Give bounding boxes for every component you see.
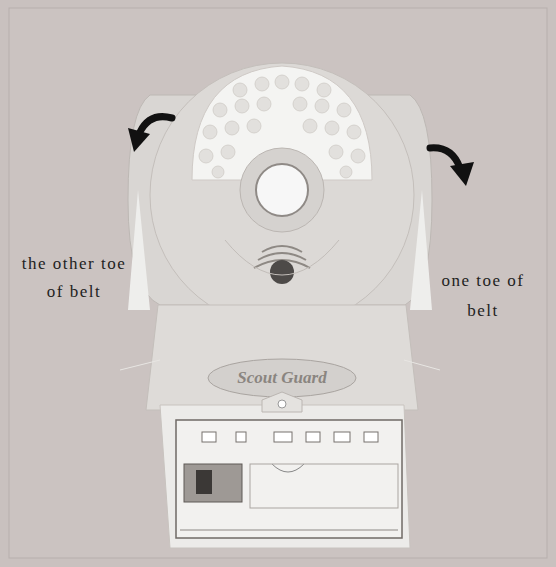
compartment [176, 420, 402, 538]
latch [262, 392, 302, 412]
frame [9, 8, 547, 558]
battery-panel [160, 405, 410, 548]
belt-label: one toe of belt [440, 266, 526, 326]
battery-area [250, 464, 398, 508]
arrow-head [450, 162, 474, 186]
sensor-outline [225, 240, 339, 275]
belt-arrow [430, 148, 460, 168]
switch [196, 470, 212, 494]
panel-edge [180, 530, 398, 531]
arrow-head [128, 128, 150, 152]
latch-hole [278, 400, 286, 408]
switches [202, 432, 378, 442]
sd-slot [184, 464, 242, 502]
logo-oval [208, 359, 356, 397]
shading [404, 360, 440, 370]
belt-label: the other toe of belt [18, 250, 130, 306]
belt-edge [128, 190, 150, 310]
brand-logo: Scout Guard [207, 366, 357, 390]
lens [256, 164, 308, 216]
belt-arrow [140, 117, 172, 132]
battery-curve [272, 464, 304, 472]
head-dome [150, 63, 414, 327]
shading [120, 360, 160, 370]
pir-sensor [270, 260, 294, 284]
lens-ring [240, 148, 324, 232]
